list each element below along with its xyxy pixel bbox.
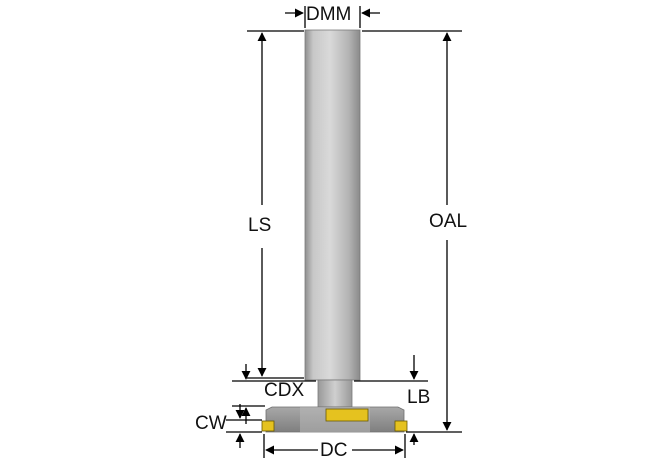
insert-left (261, 420, 275, 432)
cw-label: CW (195, 413, 227, 434)
ls-label: LS (248, 215, 272, 236)
shank (304, 29, 361, 381)
neck (317, 379, 353, 408)
dc-label: DC (320, 440, 348, 461)
dimension-lines (226, 6, 462, 458)
oal-label: OAL (429, 211, 468, 232)
lb-label: LB (407, 387, 431, 408)
insert-center (325, 408, 369, 422)
cdx-label: CDX (264, 380, 305, 401)
tool-body (261, 29, 408, 433)
dmm-label: DMM (306, 4, 352, 25)
insert-right (394, 420, 408, 432)
